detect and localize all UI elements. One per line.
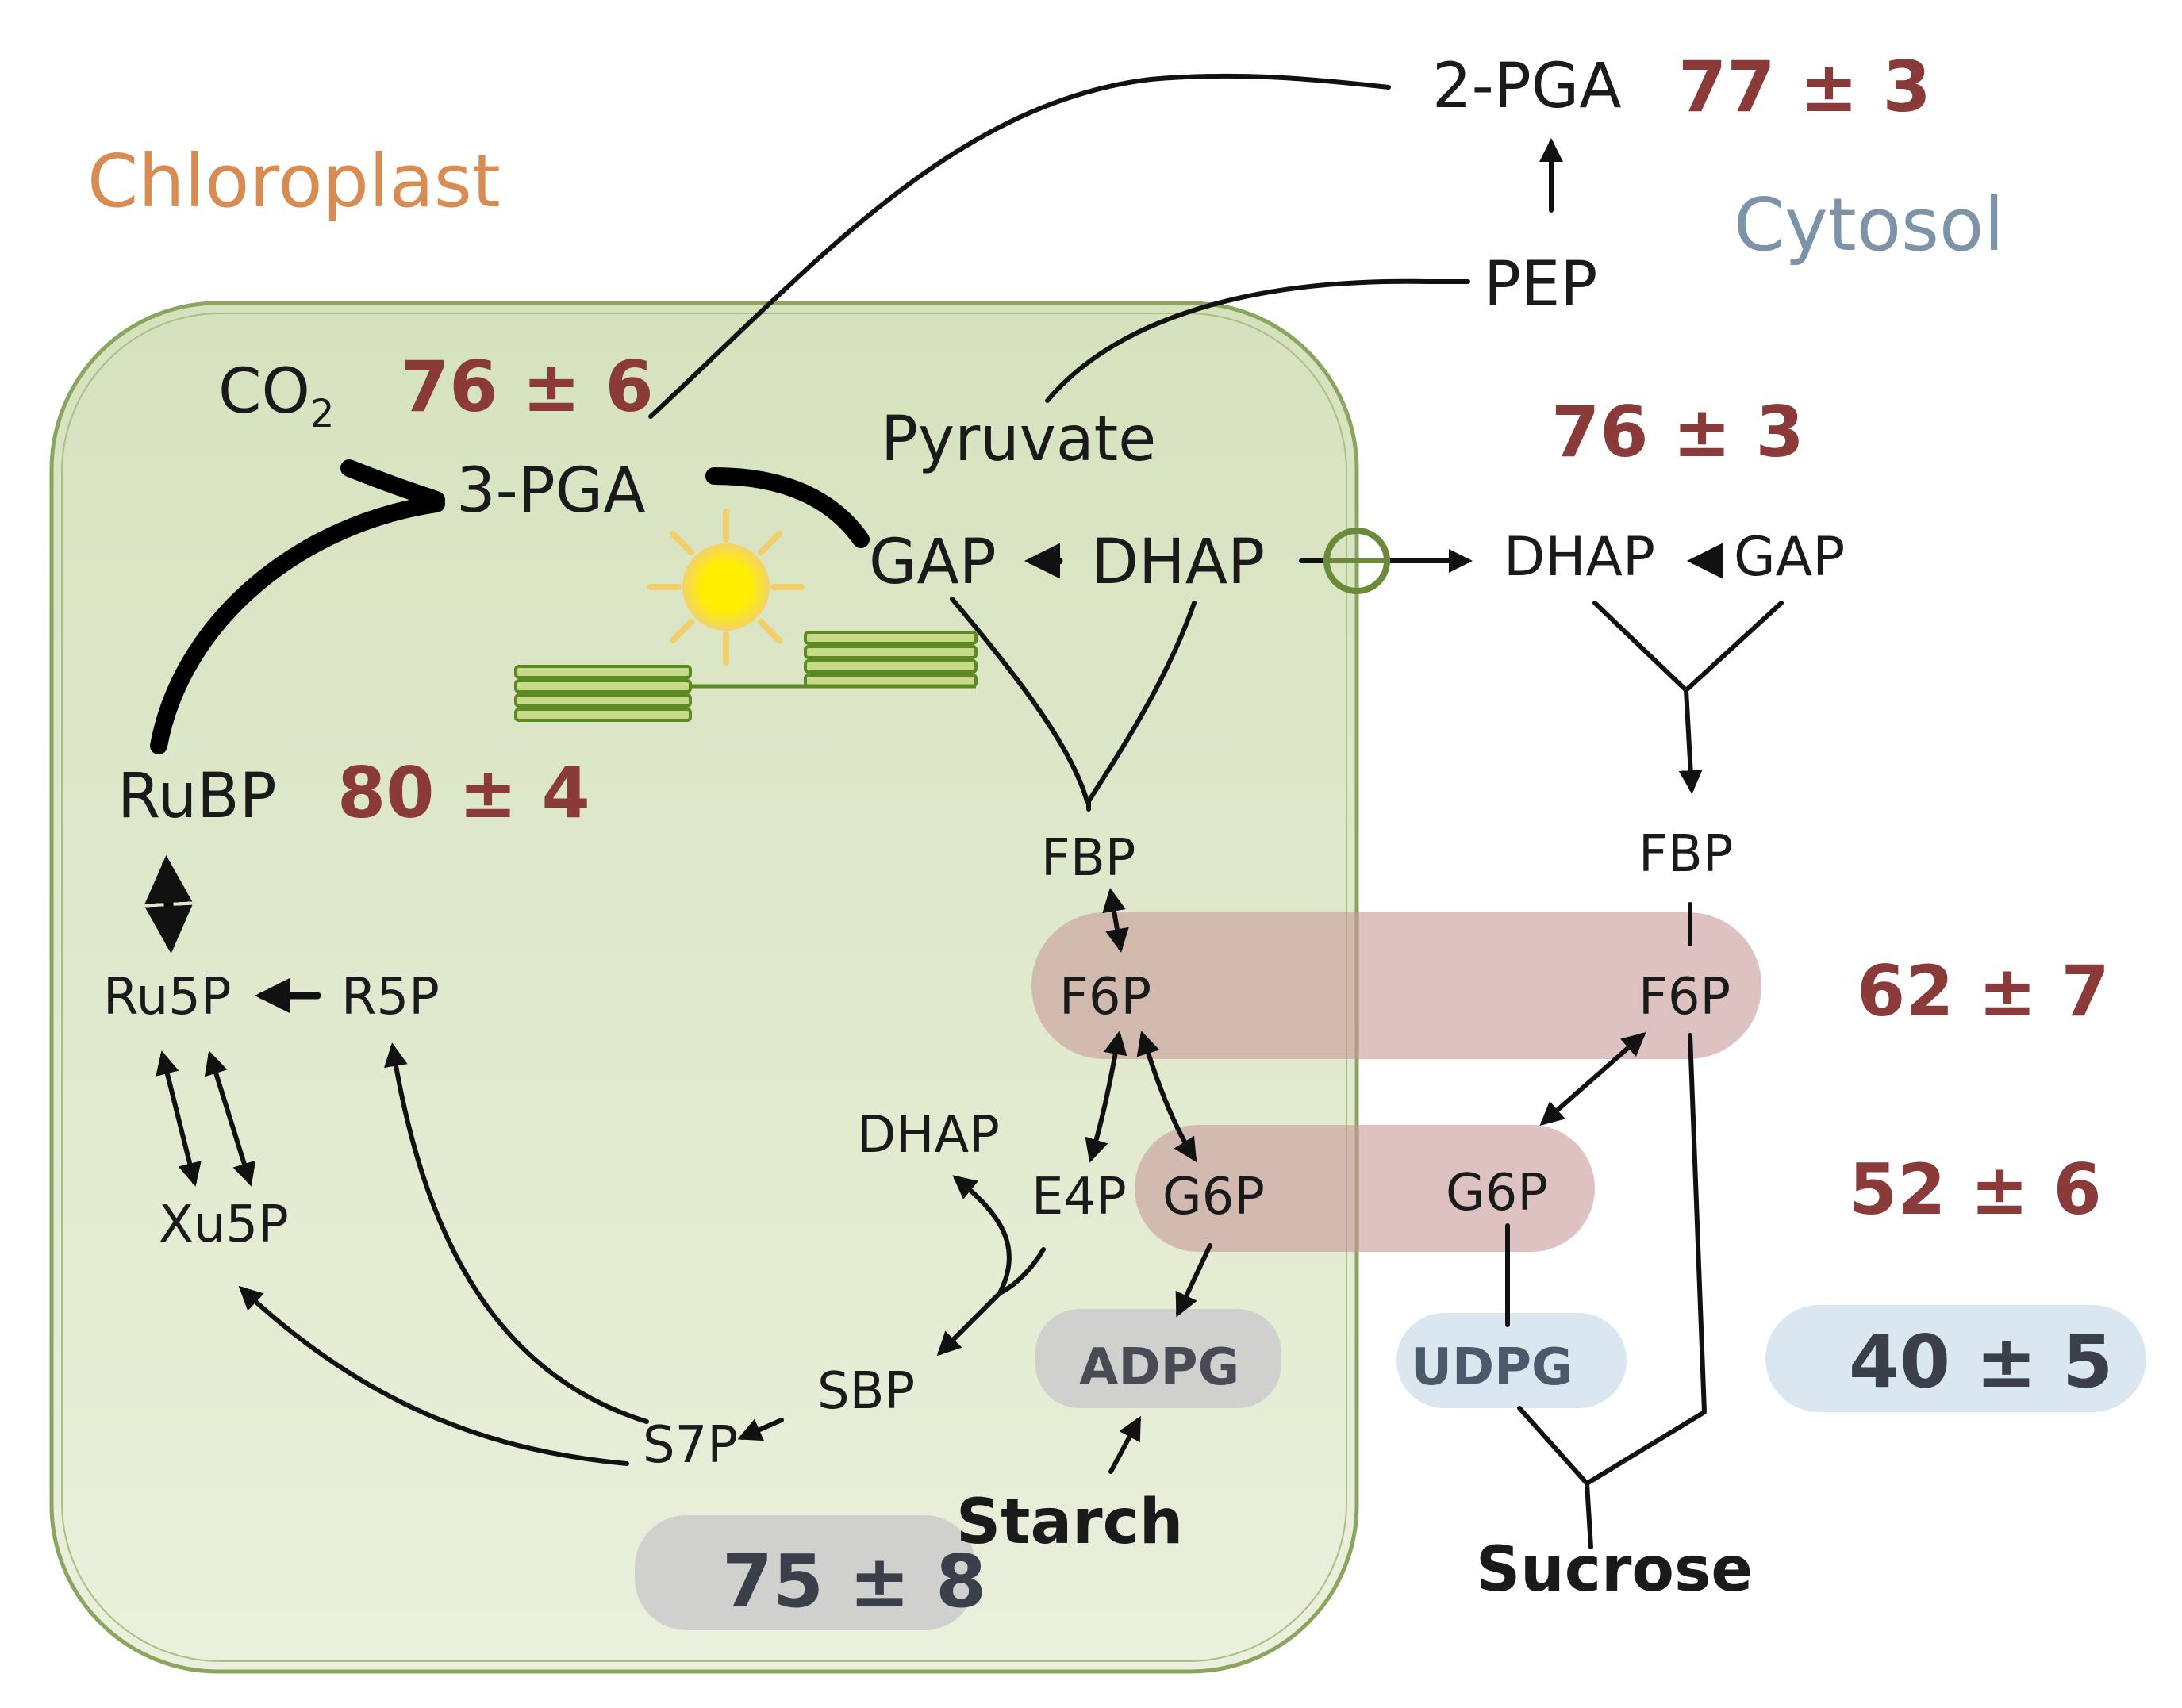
g6p-cyt-label: G6P — [1446, 1164, 1548, 1222]
g6p-value: 52 ± 6 — [1849, 1149, 2102, 1230]
g6p-chl-label: G6P — [1162, 1168, 1265, 1226]
sucrose-label: Sucrose — [1476, 1534, 1753, 1606]
adpg-value-band — [635, 1515, 976, 1630]
f6p-e4p-arrow — [1085, 1031, 1127, 1163]
ru5p-label: Ru5P — [103, 968, 231, 1027]
xu5p-label: Xu5P — [159, 1196, 289, 1254]
pga2-label: 2-PGA — [1432, 51, 1622, 122]
udpg-to-sucrose-line — [1517, 1406, 1593, 1549]
gap-chl-label: GAP — [869, 527, 997, 598]
dhap-calvin-to-y — [952, 1175, 1012, 1295]
e4p-to-y — [997, 1247, 1046, 1295]
rubp-value: 80 ± 4 — [337, 752, 590, 834]
sun-icon — [647, 509, 805, 666]
adpg-starch-arrow — [1108, 1415, 1141, 1474]
f6p-to-sucrose-line — [1585, 1033, 1707, 1486]
fbp-cyt-label: FBP — [1638, 825, 1733, 884]
triose-to-fbp-cyt — [1592, 601, 1784, 693]
udpg-value-band — [1765, 1305, 2146, 1412]
pep-label: PEP — [1484, 249, 1597, 320]
pga3-to-pga2-line — [648, 73, 1391, 419]
f6p-g6p-cyt-arrow — [1539, 1032, 1646, 1126]
pyruvate-to-pep-line — [1045, 278, 1470, 403]
y-to-fbp-cyt — [1678, 688, 1703, 794]
rubp-ru5p-arrow — [144, 855, 193, 954]
udpg-band — [1396, 1313, 1627, 1408]
transporter-icon — [1323, 528, 1390, 594]
pga3-label: 3-PGA — [456, 455, 646, 527]
f6p-cyt-label: F6P — [1638, 968, 1731, 1027]
s7p-to-xu5p-arrow — [238, 1285, 629, 1466]
e4p-label: E4P — [1031, 1168, 1127, 1226]
triose-to-fbp-chl — [950, 597, 1197, 812]
f6p-g6p-chl-arrow — [1136, 1031, 1197, 1163]
pga3-to-gap-arrow — [705, 467, 870, 548]
adpg-label: ADPG — [1079, 1338, 1239, 1397]
chloroplast-label: Chloroplast — [87, 139, 501, 224]
sbp-label: SBP — [817, 1362, 915, 1421]
thylakoid-icon — [514, 631, 978, 722]
r5p-label: R5P — [341, 968, 440, 1027]
fbp-chl-label: FBP — [1041, 829, 1135, 888]
co2-label: CO2 — [218, 356, 334, 436]
rubp-label: RuBP — [117, 761, 277, 832]
s7p-label: S7P — [643, 1416, 738, 1475]
dhap-chl-label: DHAP — [1091, 527, 1265, 598]
y-to-sbp-arrow — [936, 1291, 1002, 1357]
adpg-value: 75 ± 8 — [722, 1539, 986, 1624]
rubp-to-pga3-arrow — [150, 495, 445, 754]
g6p-pool-band — [1135, 1125, 1595, 1252]
f6p-chl-label: F6P — [1059, 968, 1151, 1027]
dhap-calvin-label: DHAP — [857, 1106, 1000, 1165]
udpg-value: 40 ± 5 — [1849, 1319, 2113, 1404]
gap-cyt-label: GAP — [1734, 526, 1845, 589]
adpg-band — [1035, 1309, 1281, 1408]
s7p-to-r5p-arrow — [384, 1042, 649, 1424]
pga2-value: 77 ± 3 — [1678, 46, 1931, 128]
ru5p-xu5p-arrow1 — [156, 1050, 202, 1187]
dhap-cyt-label: DHAP — [1504, 526, 1655, 589]
co2-value: 76 ± 6 — [401, 346, 654, 428]
cytosol-label: Cytosol — [1734, 182, 2004, 267]
pyruvate-label: Pyruvate — [881, 404, 1156, 475]
f6p-value: 62 ± 7 — [1857, 950, 2110, 1032]
g6p-adpg-arrow — [1175, 1243, 1212, 1318]
ru5p-xu5p-arrow2 — [204, 1050, 256, 1187]
udpg-label: UDPG — [1411, 1338, 1573, 1397]
starch-label: Starch — [956, 1487, 1183, 1558]
sbp-s7p-arrow — [737, 1418, 784, 1441]
fbp-f6p-chl — [1102, 888, 1129, 953]
f6p-pool-band — [1031, 912, 1761, 1059]
triose-value: 76 ± 3 — [1551, 391, 1804, 473]
